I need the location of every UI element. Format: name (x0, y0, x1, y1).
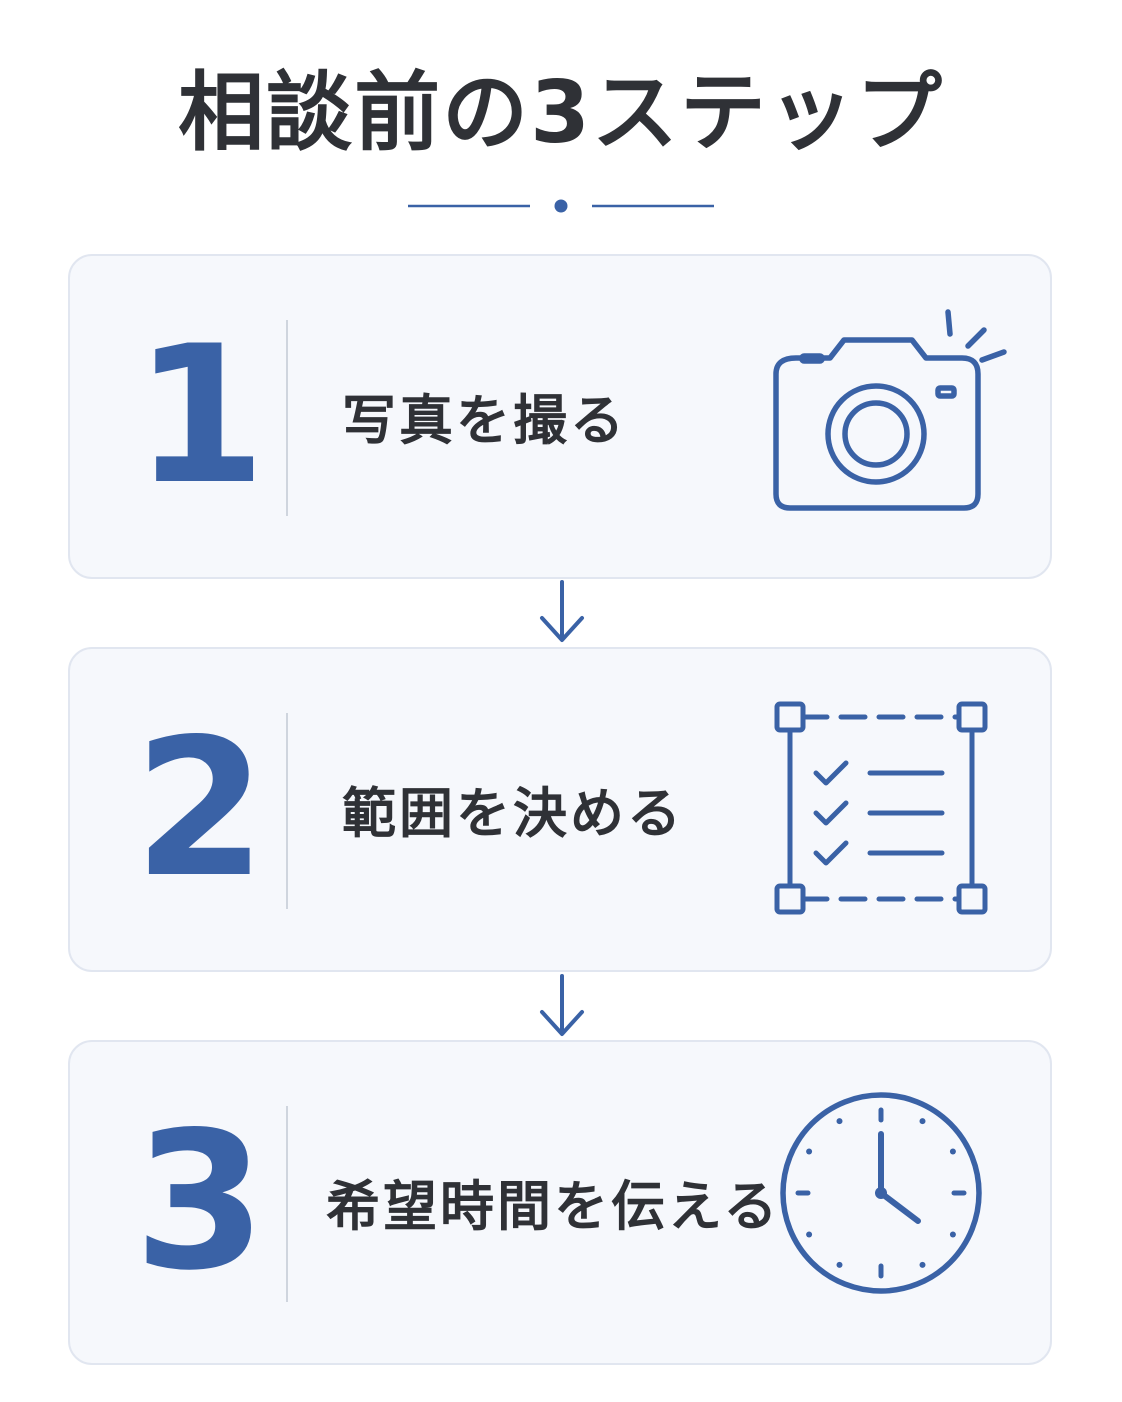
clock-icon (780, 1092, 982, 1294)
step-label: 希望時間を伝える (326, 1175, 781, 1238)
step-number: 3 (133, 1091, 267, 1312)
camera-icon (773, 309, 1007, 511)
arrow-down-icon (540, 974, 584, 1036)
step-card-2: 2 範囲を決める (68, 647, 1052, 972)
step-card-1: 1 写真を撮る (68, 254, 1052, 579)
step-separator (286, 1106, 288, 1302)
checklist-frame-icon (774, 701, 988, 915)
arrow-down-icon (540, 580, 584, 642)
step-number: 1 (133, 305, 267, 526)
page-title: 相談前の3ステップ (178, 63, 944, 163)
title-divider (408, 199, 714, 213)
step-separator (286, 713, 288, 909)
step-label: 写真を撮る (342, 389, 627, 452)
step-card-3: 3 希望時間を伝える (68, 1040, 1052, 1365)
step-label: 範囲を決める (342, 782, 684, 845)
step-separator (286, 320, 288, 516)
step-number: 2 (133, 698, 267, 919)
